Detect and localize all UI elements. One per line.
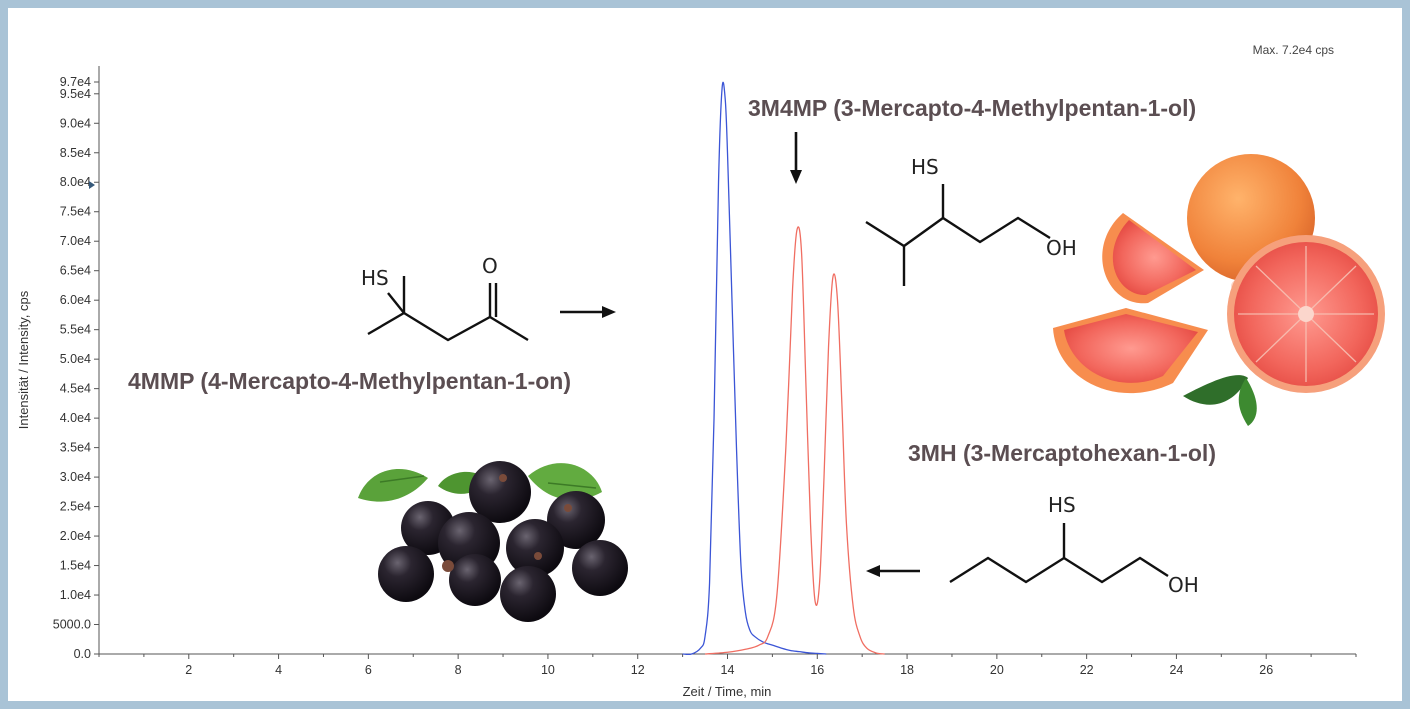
arrow-3m4mp-head (790, 170, 802, 184)
atom-label-hs-3mh: HS (1048, 493, 1076, 517)
label-3m4mp: 3M4MP (3-Mercapto-4-Methylpentan-1-ol) (748, 95, 1196, 121)
y-tick-label: 9.7e4 (60, 75, 91, 89)
atom-label-hs-3m4mp: HS (911, 155, 939, 179)
y-axis-ticks: 0.0 5000.0 1.0e4 1.5e4 2.0e4 2.5e4 3.0e4 3.5e4 4… (53, 75, 99, 661)
arrow-3mh-head (866, 565, 880, 577)
y-tick-label: 1.5e4 (60, 559, 91, 573)
y-tick-label: 5.0e4 (60, 352, 91, 366)
y-tick-label: 4.0e4 (60, 411, 91, 425)
y-tick-label: 8.5e4 (60, 146, 91, 160)
atom-label-oh-3mh: OH (1168, 573, 1199, 597)
chart-frame: 0.0 5000.0 1.0e4 1.5e4 2.0e4 2.5e4 3.0e4 3.5e4 4… (8, 8, 1402, 701)
max-intensity-note: Max. 7.2e4 cps (1253, 43, 1334, 57)
y-tick-label: 9.0e4 (60, 116, 91, 130)
x-tick-label: 2 (185, 663, 192, 677)
x-axis-title: Zeit / Time, min (683, 684, 772, 699)
label-3mh: 3MH (3-Mercaptohexan-1-ol) (908, 440, 1216, 466)
y-tick-label: 1.0e4 (60, 588, 91, 602)
y-tick-label: 7.0e4 (60, 234, 91, 248)
grapefruit-image (1053, 154, 1385, 426)
y-tick-label: 0.0 (74, 647, 91, 661)
y-tick-label: 9.5e4 (60, 87, 91, 101)
x-tick-label: 26 (1259, 663, 1273, 677)
y-tick-label: 5.5e4 (60, 323, 91, 337)
label-4mmp: 4MMP (4-Mercapto-4-Methylpentan-1-on) (128, 368, 571, 394)
y-tick-label: 3.5e4 (60, 441, 91, 455)
y-tick-label: 4.5e4 (60, 382, 91, 396)
x-tick-label: 18 (900, 663, 914, 677)
x-tick-label: 14 (721, 663, 735, 677)
y-axis-title: Intensität / Intensity, cps (16, 290, 31, 429)
blackcurrant-image (358, 461, 628, 622)
chromatogram-chart: 0.0 5000.0 1.0e4 1.5e4 2.0e4 2.5e4 3.0e4 3.5e4 4… (16, 43, 1385, 699)
series-layer (682, 81, 885, 656)
x-tick-label: 24 (1169, 663, 1183, 677)
atom-label-oh-3m4mp: OH (1046, 236, 1077, 260)
y-tick-label: 2.5e4 (60, 500, 91, 514)
y-tick-label: 2.0e4 (60, 529, 91, 543)
y-axis-marker (89, 181, 95, 189)
y-tick-label: 6.5e4 (60, 264, 91, 278)
atom-label-hs-4mmp: HS (361, 266, 389, 290)
y-tick-label: 8.0e4 (60, 175, 91, 189)
x-tick-label: 20 (990, 663, 1004, 677)
atom-label-o-4mmp: O (482, 254, 498, 278)
x-tick-label: 8 (455, 663, 462, 677)
y-tick-label: 6.0e4 (60, 293, 91, 307)
x-tick-label: 10 (541, 663, 555, 677)
x-tick-label: 12 (631, 663, 645, 677)
y-tick-label: 3.0e4 (60, 470, 91, 484)
structure-4mmp (367, 276, 529, 342)
y-tick-label: 5000.0 (53, 618, 91, 632)
structure-3mh (949, 523, 1169, 584)
x-tick-label: 22 (1080, 663, 1094, 677)
series-line-1 (682, 81, 827, 656)
arrow-4mmp-head (602, 306, 616, 318)
x-tick-label: 4 (275, 663, 282, 677)
series-line-2 (705, 226, 885, 655)
y-tick-label: 7.5e4 (60, 205, 91, 219)
structure-3m4mp (865, 184, 1051, 286)
x-tick-label: 6 (365, 663, 372, 677)
x-tick-label: 16 (810, 663, 824, 677)
